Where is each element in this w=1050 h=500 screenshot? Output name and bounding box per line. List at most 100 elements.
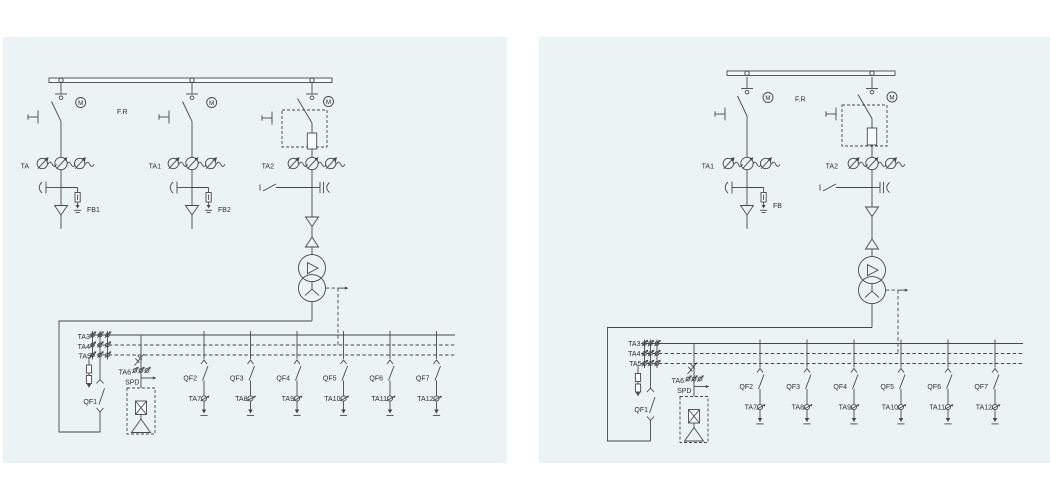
feeder-breaker-label: QF7 [416,376,430,383]
incomer-cable-run [58,320,312,433]
feeder-ct-label: TA12 [976,405,992,412]
earth-switch-icon [261,111,273,125]
earthing-blade-icon [819,183,873,192]
current-transformer-icon [847,156,906,171]
test-plug-icon [311,181,330,194]
feeder-ct-label: TA7 [745,405,757,412]
hv-bay-1: M TA FB1 [21,82,100,229]
current-transformer-icon [722,156,781,171]
lv-feeder-icon [896,339,907,425]
motor-operator-icon [762,92,774,103]
transformer-icon [858,256,886,305]
feeder-breaker-label: QF3 [786,384,800,391]
fuse-label: FB [773,203,782,210]
feeder-breaker-label: QF3 [230,376,244,383]
row-ct-label: TA5 [629,361,641,368]
motor-label: M [765,95,770,102]
motor-operator-icon [323,96,334,107]
feeder-breaker-label: QF7 [974,384,988,391]
lv-feeder-icon [432,330,443,416]
row-ct-label: TA5 [79,354,91,361]
pt-fuse-stack-icon [634,365,642,397]
incomer-breaker-icon [646,339,656,442]
earth-switch-icon [825,107,837,121]
spd-ct-label: TA6 [119,370,131,377]
feeder-breaker-label: QF6 [369,376,383,383]
lv-feeder-icon [849,339,860,425]
motor-label: M [209,100,214,107]
row-ct-label: TA4 [628,351,640,358]
current-transformer-icon [167,156,226,171]
feeder-breaker-label: QF4 [276,376,290,383]
fr-label: F.R [795,97,806,104]
hv-busbar [48,77,333,83]
row-ct-label: TA3 [628,341,640,348]
pt-fuse-stack-icon [85,356,93,389]
hv-fuse-icon [866,127,878,146]
motor-label: M [889,94,894,101]
lv-feeder-icon [246,330,257,416]
hv-busbar [726,70,896,76]
feeder-breaker-label: QF6 [927,384,941,391]
left-single-line-diagram: M TA FB1 F.R M TA1 FB2 M [21,77,455,463]
feeder-ct-label: TA8 [235,396,247,403]
spd-label: SPD [125,380,139,387]
feeder-breaker-label: QF5 [880,384,894,391]
withdrawable-unit-outline [841,104,888,147]
feeder-ct-label: TA9 [282,396,294,403]
feeder-ct-label: TA12 [417,396,433,403]
capacitor-icon [38,181,62,194]
lv-feeder-icon [990,339,1001,425]
lv-feeder-icon [339,330,350,416]
lv-feeder-icon [943,339,954,425]
motor-label: M [78,100,83,107]
feeder-breaker-label: QF5 [323,376,337,383]
motor-label: M [326,99,331,106]
motor-operator-icon [206,97,218,108]
feeder-ct-label: TA11 [371,396,387,403]
fr-label: F.R [117,109,128,116]
motor-operator-icon [75,97,87,108]
feeder-ct-label: TA7 [189,396,201,403]
current-transformer-icon [287,156,346,171]
feeder-breaker-label: QF2 [183,376,197,383]
lv-feeder-icon [802,339,813,425]
feeder-ct-label: TA10 [324,396,340,403]
hv-bay-transformer: M TA2 [819,76,909,354]
lv-feeder-icon [755,339,766,425]
ct-label: TA [21,164,30,171]
earth-switch-icon [714,107,726,121]
fuse-label: FB2 [218,207,231,214]
cable-termination-icon [54,205,68,216]
earthing-blade-icon [259,183,313,192]
fuse-label: FB1 [87,207,100,214]
feeder-ct-label: TA11 [929,405,945,412]
earth-switch-icon [158,110,170,124]
spd-label: SPD [677,388,691,395]
feeder-breaker-label: QF2 [739,384,753,391]
hv-fuse-icon [306,132,318,150]
transformer-icon [298,254,326,303]
current-transformer-icon [36,156,95,171]
lv-board: TA3 TA4 TA5 QF1 TA6 SPD QF2 QF3 QF4 QF5 … [58,320,455,434]
ct-label: TA1 [149,164,161,171]
row-ct-label: TA4 [78,344,90,351]
hv-bay-2: M TA1 FB2 [149,82,231,229]
ct-label: TA2 [262,164,274,171]
earth-switch-icon [27,110,39,124]
right-diagram-panel: M TA1 FB F.R M TA2 [539,37,1050,463]
row-ct-label: TA3 [78,334,90,341]
ct-label: TA1 [702,164,714,171]
incomer-breaker-icon [96,330,105,433]
incomer-cable-run [607,327,872,442]
feeder-ct-label: TA8 [792,405,804,412]
motor-operator-icon [886,91,898,103]
withdrawable-unit-outline [281,109,328,148]
feeder-ct-label: TA10 [882,405,898,412]
fuse-branch-icon [60,187,82,213]
feeder-ct-label: TA9 [839,405,851,412]
incomer-label: QF1 [634,407,648,414]
lv-feeder-icon [385,330,396,416]
test-plug-icon [871,181,890,194]
